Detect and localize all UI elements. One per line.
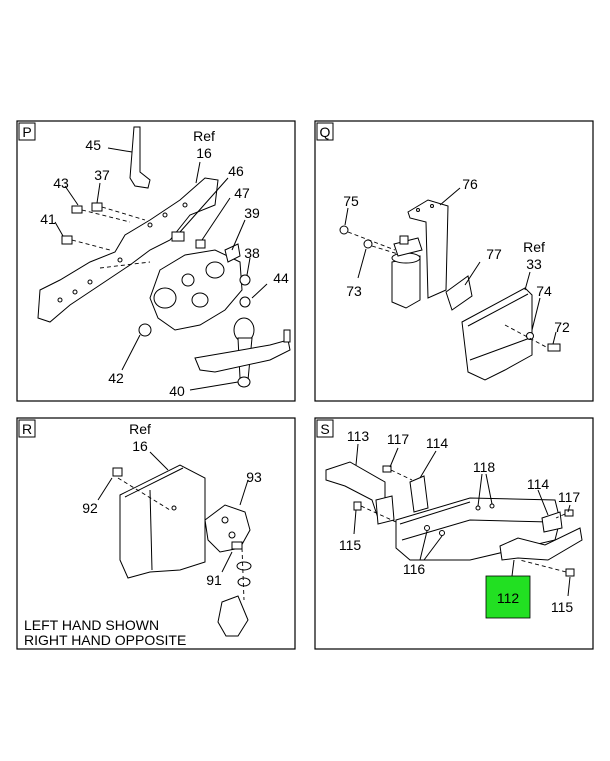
fitting — [195, 239, 206, 249]
bolt — [353, 501, 362, 511]
bolt — [382, 465, 392, 473]
bracket — [129, 126, 151, 189]
panel-q: Q 75 76 73 77 — [314, 120, 594, 402]
bolt — [112, 467, 123, 477]
callout-ref: Ref — [193, 128, 215, 144]
callout-33: 33 — [526, 256, 542, 272]
callout-46: 46 — [228, 163, 244, 179]
bracket — [409, 475, 429, 513]
callout-92: 92 — [82, 500, 98, 516]
bolt — [61, 235, 73, 245]
callout-43: 43 — [53, 175, 69, 191]
fitting — [171, 231, 185, 242]
callout-117: 117 — [387, 431, 410, 447]
callout-40: 40 — [169, 383, 185, 399]
callout-74: 74 — [536, 283, 552, 299]
callout-118: 118 — [473, 459, 496, 475]
callout-116: 116 — [403, 561, 426, 577]
callout-113: 113 — [347, 428, 370, 444]
callout-ref: Ref — [129, 421, 151, 437]
callout-ref: Ref — [523, 239, 545, 255]
nut — [424, 525, 430, 531]
nut — [489, 503, 495, 509]
callout-47: 47 — [234, 185, 250, 201]
callout-76: 76 — [462, 176, 478, 192]
bolt — [565, 568, 575, 577]
callout-16: 16 — [196, 145, 212, 161]
panel-s: S — [314, 417, 594, 650]
callout-91: 91 — [206, 572, 222, 588]
bracket — [204, 504, 251, 553]
callout-93: 93 — [246, 469, 262, 485]
callout-75: 75 — [343, 193, 359, 209]
callout-45: 45 — [85, 137, 101, 153]
view-note-line2: RIGHT HAND OPPOSITE — [24, 632, 186, 648]
frame-rail — [119, 464, 206, 579]
pitman-arm — [194, 317, 291, 388]
callout-44: 44 — [273, 270, 289, 286]
steering-gear — [149, 243, 243, 331]
panel-p: P — [16, 120, 296, 402]
bolt — [231, 541, 243, 550]
nut — [439, 530, 445, 536]
callout-114: 114 — [527, 476, 550, 492]
callout-39: 39 — [244, 205, 260, 221]
nut — [138, 323, 152, 337]
callout-112: 112 — [497, 590, 520, 606]
callout-115: 115 — [551, 599, 574, 615]
nut — [239, 274, 251, 286]
callout-77: 77 — [486, 246, 502, 262]
shock-absorber — [217, 595, 249, 637]
support-bracket — [499, 527, 583, 561]
nut — [239, 296, 251, 308]
callout-72: 72 — [554, 319, 570, 335]
callout-73: 73 — [346, 283, 362, 299]
bolt — [91, 202, 103, 212]
callout-115: 115 — [339, 537, 362, 553]
callout-42: 42 — [108, 370, 124, 386]
bolt — [547, 343, 561, 352]
washer — [237, 577, 251, 587]
view-note-line1: LEFT HAND SHOWN — [24, 617, 159, 633]
callout-38: 38 — [244, 245, 260, 261]
callout-117: 117 — [558, 489, 581, 505]
panel-r-tag: R — [22, 421, 32, 437]
callout-112-highlight[interactable] — [485, 575, 531, 619]
bracket — [407, 199, 449, 299]
callout-41: 41 — [40, 211, 56, 227]
callout-16: 16 — [132, 438, 148, 454]
bolt — [564, 509, 574, 517]
callout-114: 114 — [426, 435, 449, 451]
panel-r: R Ref 16 93 92 91 LEFT HAND SHOWN RIGHT … — [16, 417, 296, 650]
panel-p-tag: P — [22, 124, 31, 140]
bolt — [71, 205, 83, 214]
washer — [236, 561, 252, 571]
frame-rail — [37, 177, 219, 323]
nut — [339, 225, 349, 235]
callout-37: 37 — [94, 167, 110, 183]
nut — [475, 505, 481, 511]
panel-s-tag: S — [320, 421, 329, 437]
fuel-filter — [391, 235, 423, 309]
panel-q-tag: Q — [320, 124, 331, 140]
